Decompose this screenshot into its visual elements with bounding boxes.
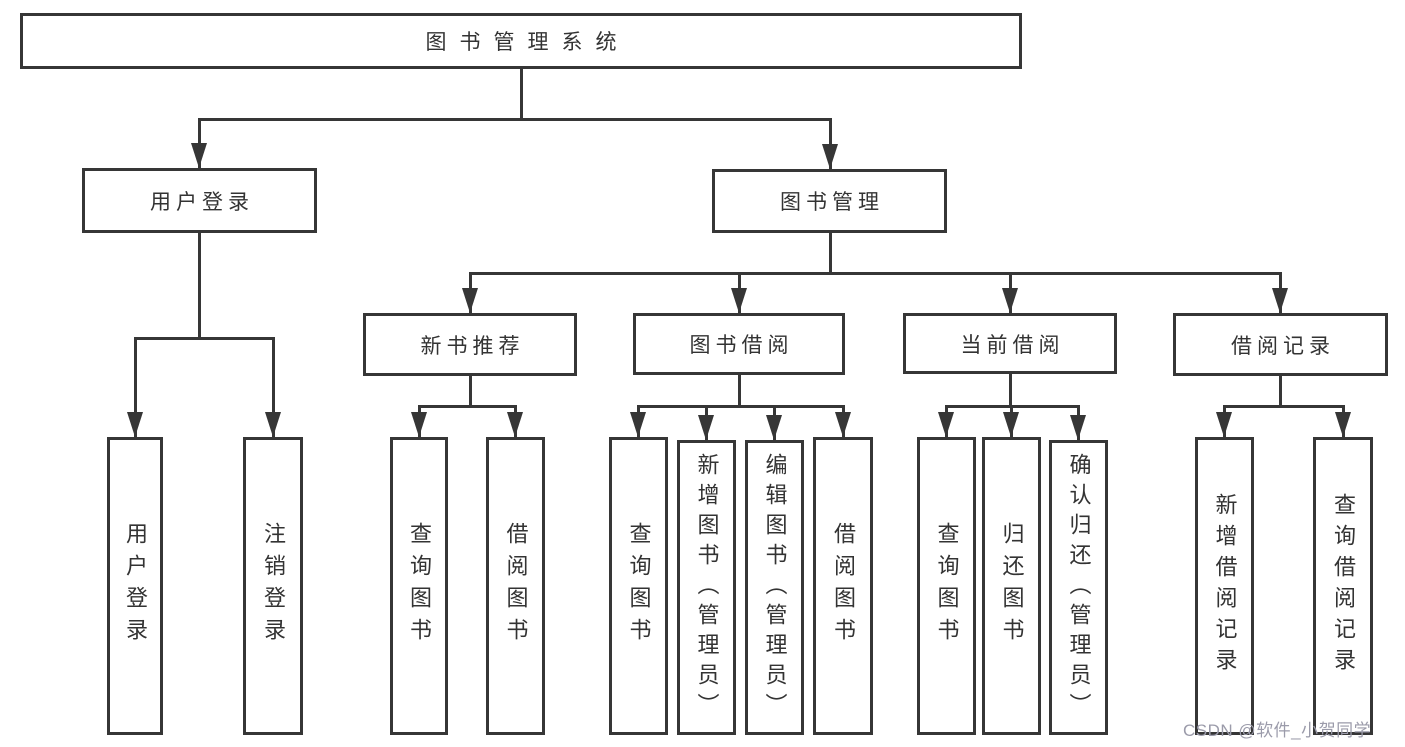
connector-root-bar: [198, 118, 831, 121]
leaf-current-query-books-label: 查询图书: [934, 522, 960, 650]
arrow-down-icon: [938, 412, 954, 437]
connector-borrowing-records-bar: [1223, 405, 1345, 408]
connector-book-borrowing-stem: [738, 375, 741, 405]
arrow-down-icon: [191, 143, 207, 168]
connector-to-book-management: [829, 118, 832, 169]
node-library-system-label: 图书管理系统: [425, 31, 630, 54]
leaf-confirm-return-admin: 确认归还（管理员）: [1049, 440, 1108, 735]
leaf-return-books: 归还图书: [982, 437, 1041, 735]
arrow-down-icon: [127, 412, 143, 437]
leaf-borrowing-borrow-books-label: 借阅图书: [831, 522, 856, 650]
connector-borrowing-records-stem: [1279, 376, 1282, 405]
connector-user-login-stem: [198, 233, 201, 337]
node-borrowing-records: 借阅记录: [1173, 313, 1388, 376]
leaf-query-borrow-record: 查询借阅记录: [1313, 437, 1373, 735]
leaf-recommend-query-books: 查询图书: [390, 437, 448, 735]
arrow-down-icon: [1003, 412, 1019, 437]
node-book-management: 图书管理: [712, 169, 947, 233]
leaf-logout: 注销登录: [243, 437, 303, 735]
leaf-logout-label: 注销登录: [261, 522, 286, 650]
node-user-login: 用户登录: [82, 168, 317, 233]
leaf-add-borrow-record-label: 新增借阅记录: [1212, 493, 1238, 679]
arrow-down-icon: [1272, 288, 1288, 313]
node-book-borrowing-label: 图书借阅: [689, 334, 794, 357]
node-new-book-recommend-label: 新书推荐: [420, 334, 525, 358]
node-book-management-label: 图书管理: [780, 191, 884, 214]
leaf-current-query-books: 查询图书: [917, 437, 976, 735]
arrow-down-icon: [462, 288, 478, 313]
arrow-down-icon: [766, 415, 782, 440]
node-current-borrowing: 当前借阅: [903, 313, 1117, 374]
leaf-recommend-borrow-books: 借阅图书: [486, 437, 545, 735]
leaf-edit-books-admin: 编辑图书（管理员）: [745, 440, 804, 735]
connector-to-leaf-logout: [272, 337, 275, 437]
connector-user-login-bar: [134, 337, 275, 340]
connector-book-management-bar: [469, 272, 1282, 275]
connector-book-management-stem: [829, 233, 832, 272]
connector-to-leaf-user-login: [134, 337, 137, 437]
leaf-user-login-label: 用户登录: [123, 522, 148, 650]
leaf-borrowing-borrow-books: 借阅图书: [813, 437, 873, 735]
connector-root-stem: [520, 69, 523, 118]
arrow-down-icon: [835, 412, 851, 437]
arrow-down-icon: [411, 412, 427, 437]
leaf-recommend-query-books-label: 查询图书: [407, 522, 432, 650]
leaf-edit-books-admin-label: 编辑图书（管理员）: [762, 452, 788, 723]
connector-new-book-stem: [469, 376, 472, 405]
arrow-down-icon: [265, 412, 281, 437]
leaf-query-borrow-record-label: 查询借阅记录: [1331, 493, 1356, 679]
arrow-down-icon: [507, 412, 523, 437]
leaf-recommend-borrow-books-label: 借阅图书: [503, 522, 529, 650]
connector-book-borrowing-bar: [637, 405, 845, 408]
leaf-return-books-label: 归还图书: [999, 522, 1025, 650]
node-current-borrowing-label: 当前借阅: [960, 333, 1065, 357]
node-new-book-recommend: 新书推荐: [363, 313, 577, 376]
csdn-watermark: CSDN @软件_小贺同学: [1183, 721, 1372, 740]
arrow-down-icon: [630, 412, 646, 437]
connector-new-book-bar: [418, 405, 517, 408]
leaf-borrowing-query-books-label: 查询图书: [626, 522, 652, 650]
node-user-login-label: 用户登录: [150, 190, 254, 214]
leaf-borrowing-query-books: 查询图书: [609, 437, 668, 735]
leaf-user-login: 用户登录: [107, 437, 163, 735]
leaf-confirm-return-admin-label: 确认归还（管理员）: [1066, 452, 1092, 723]
arrow-down-icon: [1002, 288, 1018, 313]
node-book-borrowing: 图书借阅: [633, 313, 845, 375]
connector-current-borrowing-stem: [1009, 374, 1012, 405]
arrow-down-icon: [822, 144, 838, 169]
arrow-down-icon: [1216, 412, 1232, 437]
node-library-system: 图书管理系统: [20, 13, 1022, 69]
arrow-down-icon: [731, 288, 747, 313]
arrow-down-icon: [1335, 412, 1351, 437]
leaf-add-books-admin-label: 新增图书（管理员）: [694, 452, 720, 723]
arrow-down-icon: [698, 415, 714, 440]
node-borrowing-records-label: 借阅记录: [1231, 334, 1335, 358]
leaf-add-borrow-record: 新增借阅记录: [1195, 437, 1254, 735]
arrow-down-icon: [1070, 415, 1086, 440]
leaf-add-books-admin: 新增图书（管理员）: [677, 440, 736, 735]
